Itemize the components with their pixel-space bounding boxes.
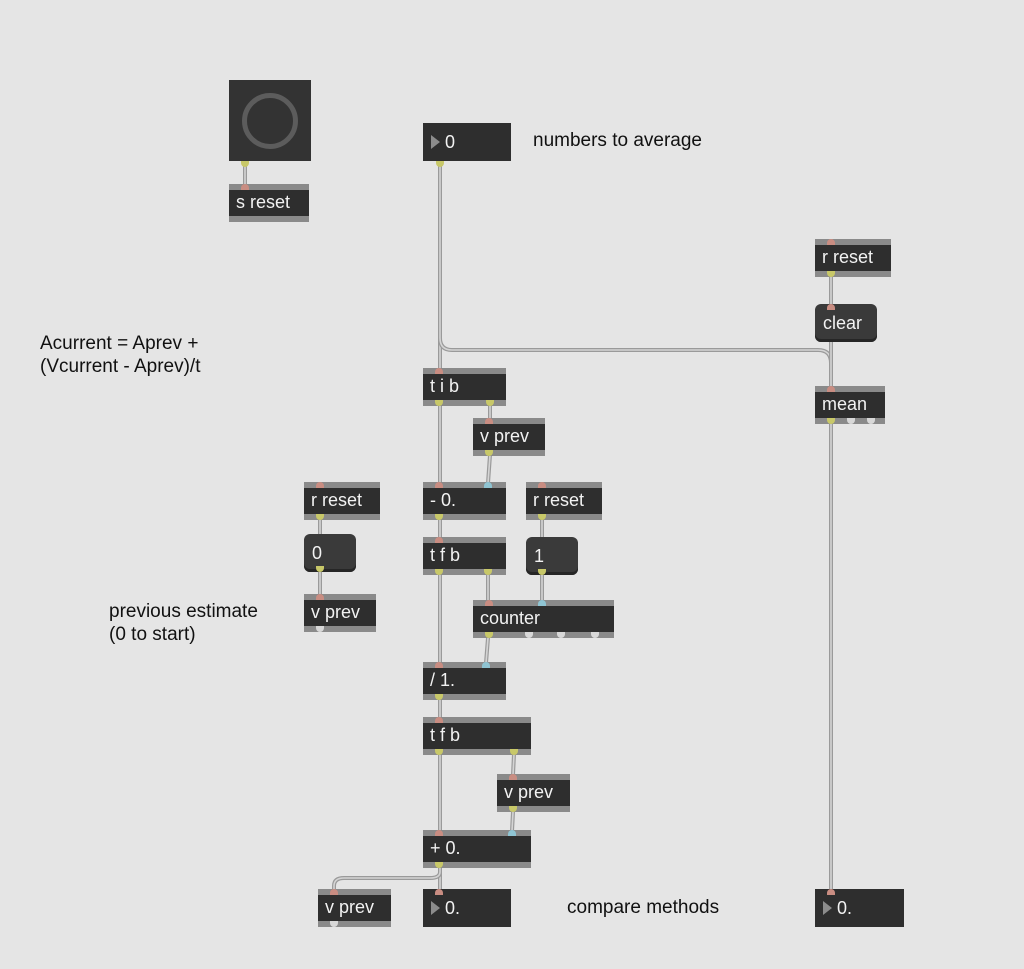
cord-tfb-to-vprev[interactable] <box>511 752 516 777</box>
cord-add-to-vprev[interactable] <box>332 866 442 892</box>
cord-counter-to-div[interactable] <box>484 636 490 665</box>
mean-object[interactable]: mean <box>815 386 885 424</box>
v-prev-object-bottom[interactable]: v prev <box>318 889 391 927</box>
comment-previous-estimate: previous estimate (0 to start) <box>109 601 258 645</box>
trigger-tib-object[interactable]: t i b <box>423 368 506 406</box>
divide-object[interactable]: / 1. <box>423 662 506 700</box>
s-reset-object[interactable]: s reset <box>229 184 309 222</box>
number-triangle-icon <box>823 901 832 915</box>
cord-input-to-mean[interactable] <box>438 159 833 388</box>
add-object[interactable]: + 0. <box>423 830 531 868</box>
counter-object[interactable]: counter <box>473 600 614 638</box>
result-number-box-mean[interactable]: 0. <box>815 889 904 927</box>
number-triangle-icon <box>431 135 440 149</box>
v-prev-object-left[interactable]: v prev <box>304 594 376 632</box>
trigger-tfb-object-1[interactable]: t f b <box>423 537 506 575</box>
subtract-object[interactable]: - 0. <box>423 482 506 520</box>
zero-message[interactable]: 0 <box>304 534 356 572</box>
r-reset-object-left[interactable]: r reset <box>304 482 380 520</box>
cord-vprev-to-sub[interactable] <box>486 453 492 485</box>
v-prev-object-top[interactable]: v prev <box>473 418 545 456</box>
clear-message[interactable]: clear <box>815 304 877 342</box>
one-message[interactable]: 1 <box>526 537 578 575</box>
r-reset-object-mean[interactable]: r reset <box>815 239 891 277</box>
bang-ring-icon <box>242 93 298 149</box>
comment-numbers-to-average: numbers to average <box>533 130 702 151</box>
result-number-box-running[interactable]: 0. <box>423 889 511 927</box>
v-prev-object-mid[interactable]: v prev <box>497 774 570 812</box>
comment-compare-methods: compare methods <box>567 897 720 918</box>
input-number-box[interactable]: 0 <box>423 123 511 167</box>
comment-formula: Acurrent = Aprev + (Vcurrent - Aprev)/t <box>40 333 201 377</box>
bang-button[interactable] <box>229 80 311 167</box>
trigger-tfb-object-2[interactable]: t f b <box>423 717 531 755</box>
r-reset-object-counter[interactable]: r reset <box>526 482 602 520</box>
number-triangle-icon <box>431 901 440 915</box>
cord-vprev-to-add[interactable] <box>510 810 515 833</box>
